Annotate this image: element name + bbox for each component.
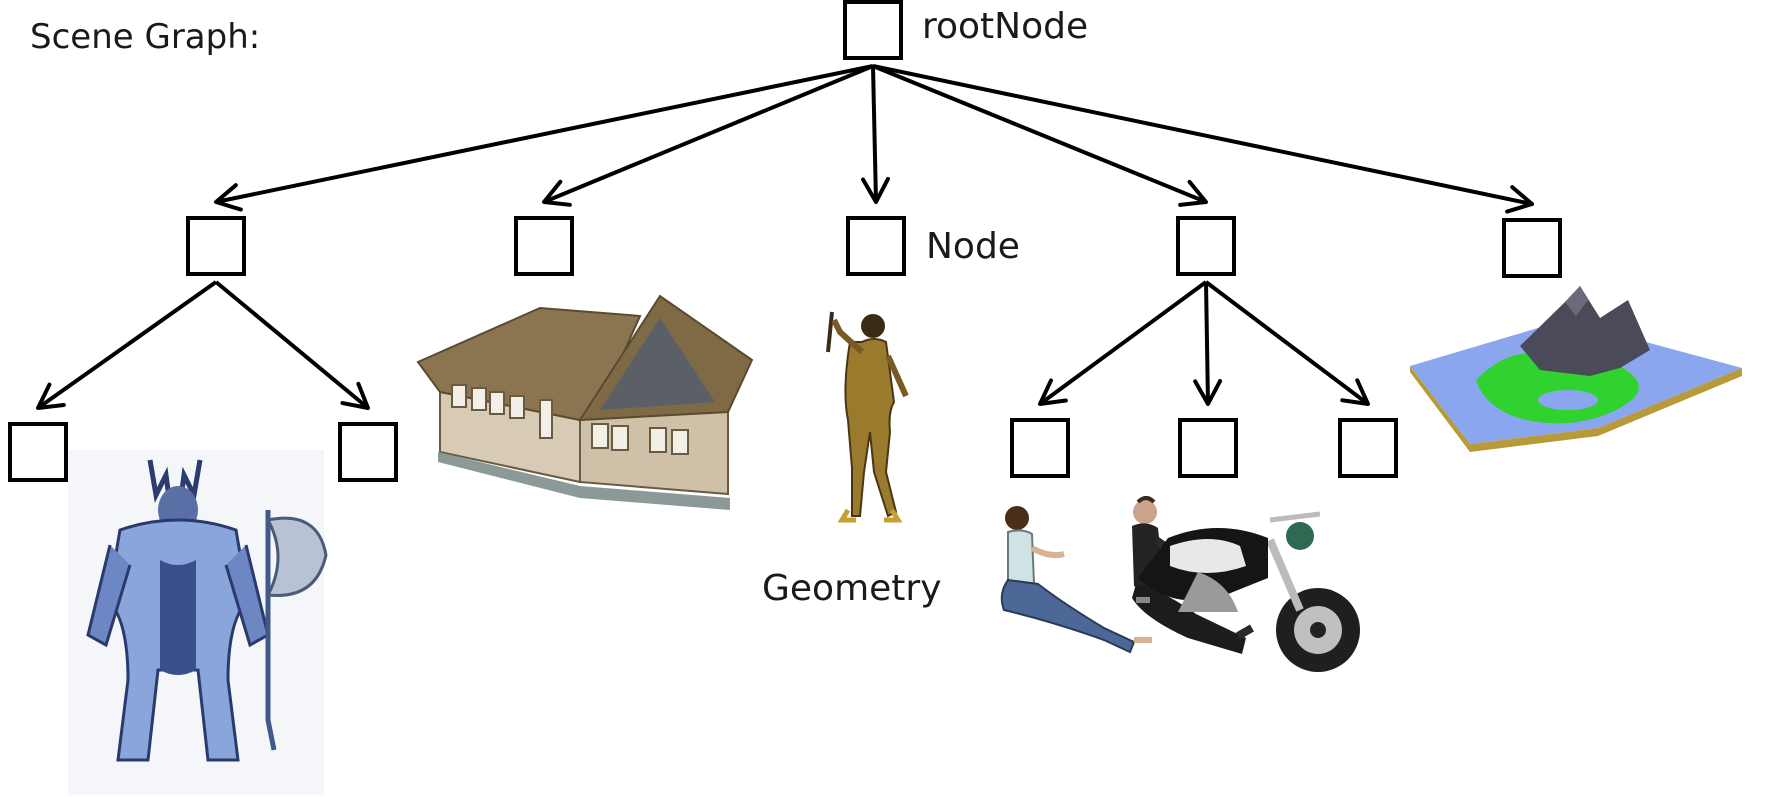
node-box-n2 <box>514 216 574 276</box>
edge-arrow <box>872 64 1208 207</box>
diagram-title: Scene Graph: <box>30 17 260 57</box>
motorcycle-model-icon <box>1136 511 1360 672</box>
node-box-n5 <box>1502 218 1562 278</box>
node-box-n4a <box>1010 418 1070 478</box>
node-box-n4 <box>1176 216 1236 276</box>
knight-figure-icon <box>68 450 328 795</box>
node-box-rootNode <box>843 0 903 60</box>
node-box-n1b <box>338 422 398 482</box>
edge-arrow <box>36 280 218 410</box>
node-box-n1a <box>8 422 68 482</box>
node-box-n4c <box>1338 418 1398 478</box>
edge-arrow <box>861 65 890 204</box>
terrain-model-icon <box>1410 286 1742 452</box>
edge-arrow <box>1038 280 1208 406</box>
edges-layer <box>36 64 1534 410</box>
geometry-label: Geometry <box>762 568 942 609</box>
seated-woman-figure-icon <box>1000 506 1152 654</box>
edge-arrow <box>1204 280 1370 406</box>
edge-arrow <box>872 64 1534 214</box>
root-node-label: rootNode <box>922 6 1088 47</box>
woman-figure-icon <box>826 311 909 523</box>
node-box-n1 <box>186 216 246 276</box>
edge-arrow <box>1193 281 1223 406</box>
nodes-layer <box>8 0 1562 482</box>
edge-arrow <box>542 64 874 207</box>
house-model-icon <box>416 294 754 510</box>
node-label: Node <box>926 226 1020 267</box>
edge-arrow <box>214 280 370 410</box>
node-box-n4b <box>1178 418 1238 478</box>
node-box-n3 <box>846 216 906 276</box>
edge-arrow <box>214 64 874 212</box>
